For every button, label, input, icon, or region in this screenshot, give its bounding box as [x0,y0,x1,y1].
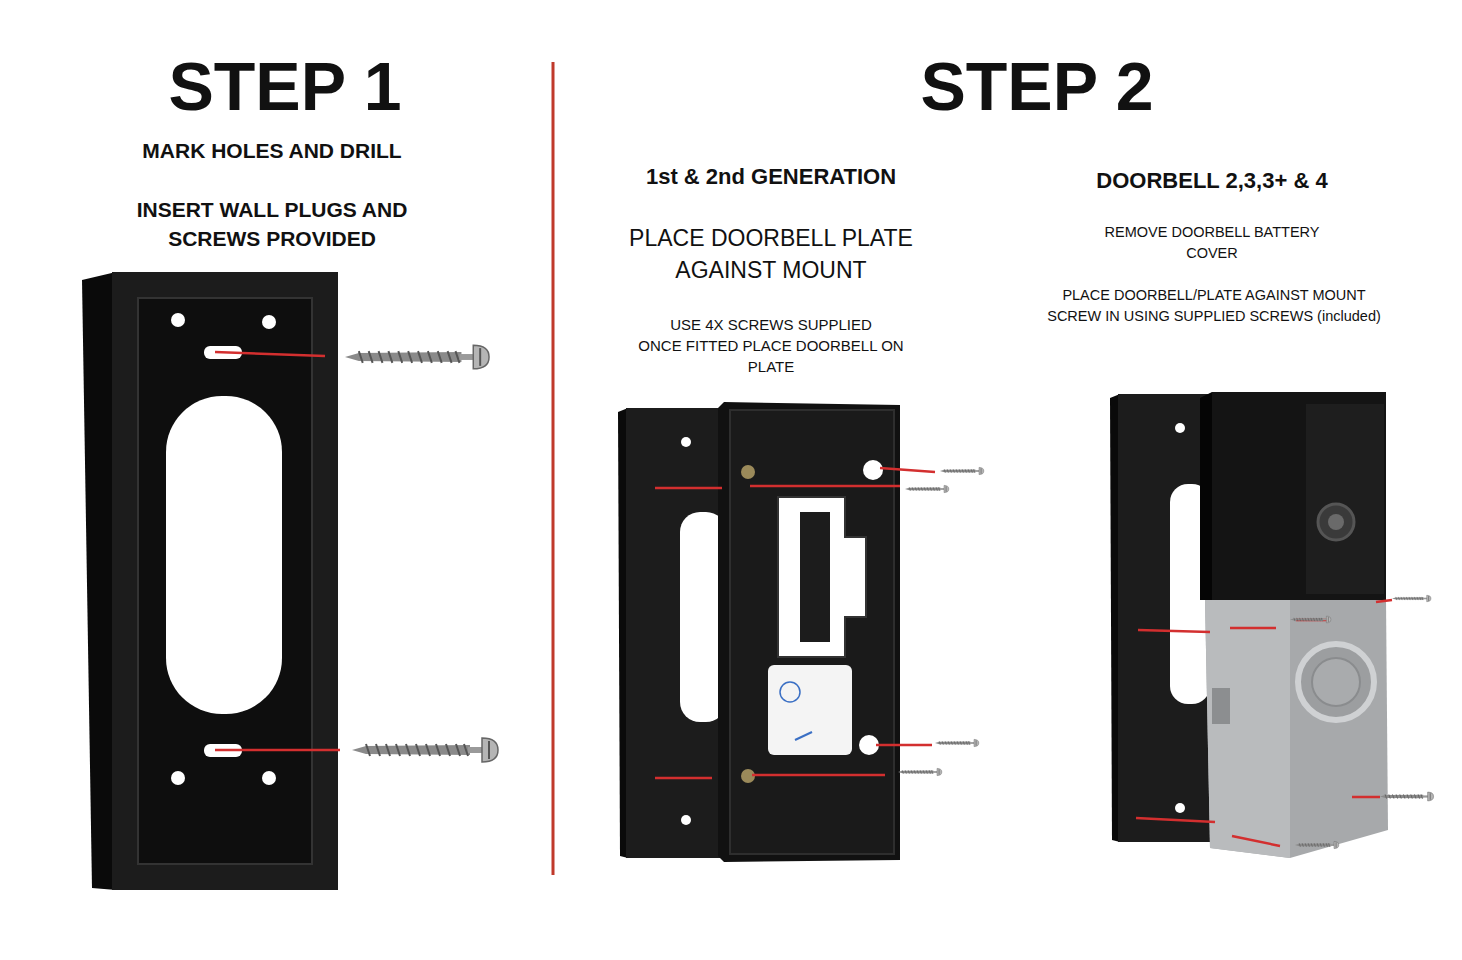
screw [898,768,942,775]
screw [940,467,984,474]
doorbell-side [1200,392,1212,600]
screw [1295,841,1339,848]
plate-cutout [778,497,866,657]
plate-hole [863,460,883,480]
step-instruction: MARK HOLES AND DRILL [142,138,401,164]
mount-hole [171,313,185,327]
section-heading: 1st & 2nd GENERATION [646,163,896,191]
camera-lens [1328,514,1344,530]
guide-line [215,352,325,356]
step-instruction: PLACE DOORBELL PLATE AGAINST MOUNT [606,222,936,286]
doorbell-top [1212,392,1386,600]
guide-line [1232,836,1280,846]
guide-line [1230,627,1276,630]
mount-doorbell-assembly [1110,392,1434,858]
step-note: USE 4X SCREWS SUPPLIED [670,314,872,335]
section-heading: DOORBELL 2,3,3+ & 4 [1096,167,1327,195]
step-note: SCREW IN USING SUPPLIED SCREWS (included… [1047,306,1381,327]
doorbell-faceplate [1205,600,1388,858]
doorbell-plate [718,402,900,862]
mount-hole [171,771,185,785]
plate-sticker [768,665,852,755]
guide-line [750,485,900,488]
step-heading: STEP 1 [168,50,401,122]
mount-hole [262,771,276,785]
doorbell-button [1298,644,1374,720]
mount-cutout [166,396,282,714]
guide-line [215,749,340,752]
mount-plate-assembly [618,402,984,862]
mount-hole [1175,803,1185,813]
guide-line [655,487,722,490]
guide-line [880,468,935,472]
screw [1392,595,1431,601]
screw [935,739,979,746]
screw [1290,616,1331,623]
sticker-mark [795,732,812,740]
step-note: REMOVE DOORBELL BATTERY COVER [1087,222,1337,264]
guide-line [1352,796,1380,799]
screw [1380,792,1434,801]
doorbell-camera [1318,504,1354,540]
mount-step1 [82,272,498,890]
mount-hole [1175,423,1185,433]
mount-hole [681,815,691,825]
mount-frame [1118,394,1210,842]
screw [345,345,489,369]
mount-side [82,272,116,890]
guide-line [876,744,932,747]
mount-frame [626,408,726,858]
mount-hole [262,315,276,329]
screw [352,738,498,762]
screw [905,485,949,492]
plate-face [730,410,894,854]
faceplate-vent [1212,688,1230,724]
sticker-mark [780,682,800,702]
mount-recess [138,298,312,864]
guide-line [655,777,712,780]
mount-frame [112,272,338,890]
plate-cutout-inner [800,512,830,642]
divider-line [552,62,555,875]
guide-line [1376,600,1392,602]
guide-line [1136,818,1215,822]
doorbell-button-inner [1312,658,1360,706]
step-note: PLACE DOORBELL/PLATE AGAINST MOUNT [1062,285,1365,306]
plate-screw-post [741,465,755,479]
step-heading: STEP 2 [920,50,1153,122]
guide-line [1138,630,1210,632]
mount-hole [681,437,691,447]
step-instruction: INSERT WALL PLUGS AND SCREWS PROVIDED [112,195,432,253]
guide-line [752,774,885,777]
step-note: ONCE FITTED PLACE DOORBELL ON PLATE [621,335,921,377]
doorbell-front [1306,404,1384,594]
faceplate-side [1205,600,1290,858]
